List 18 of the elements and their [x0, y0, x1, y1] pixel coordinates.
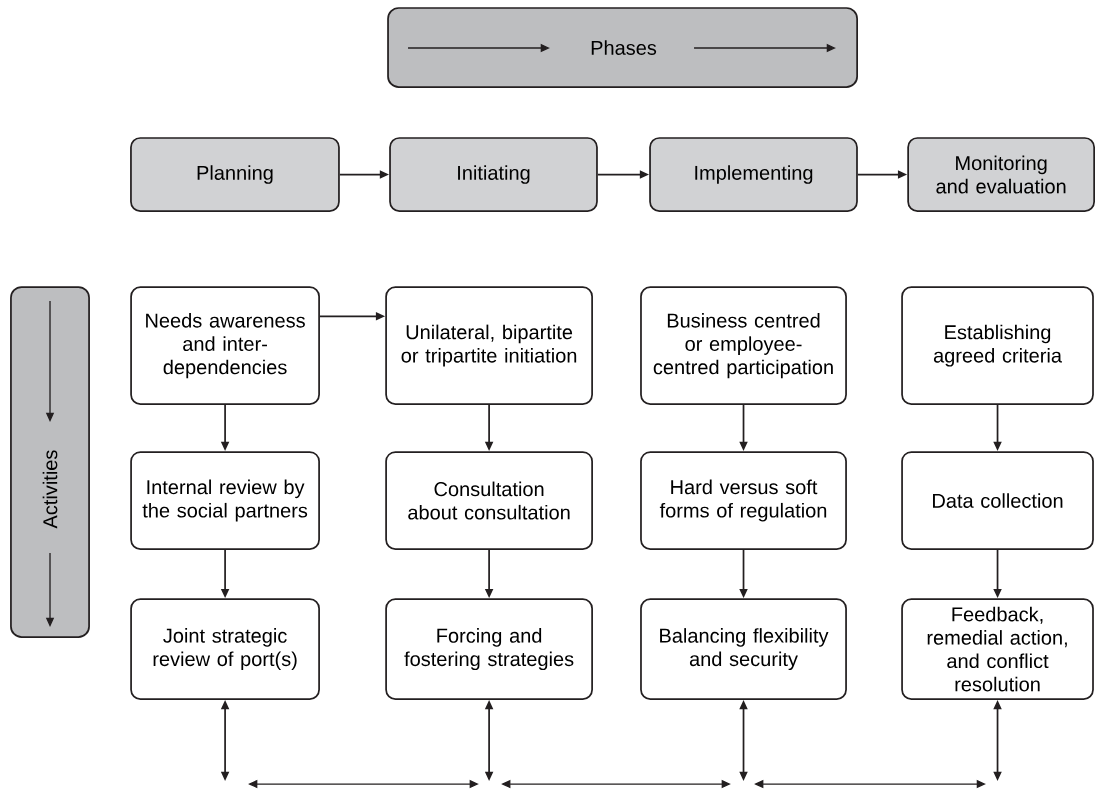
activity-box: Data collection: [901, 451, 1094, 550]
activity-box: Hard versus soft forms of regulation: [640, 451, 847, 550]
phase-box: Planning: [130, 137, 340, 212]
activity-box: Joint strategic review of port(s): [130, 598, 320, 700]
activity-box: Balancing flexibility and security: [640, 598, 847, 700]
activity-box: Business centred or employee-centred participation: [640, 286, 847, 405]
activity-box: Consultation about consultation: [385, 451, 593, 550]
header-text: Phases: [590, 40, 657, 55]
phase-box: Initiating: [389, 137, 598, 212]
activity-box: Internal review by the social partners: [130, 451, 320, 550]
activity-box: Needs awareness and inter-dependencies: [130, 286, 320, 405]
phase-box: Monitoring and evaluation: [907, 137, 1095, 212]
activity-box: Establishing agreed criteria: [901, 286, 1094, 405]
activity-box: Forcing and fostering strategies: [385, 598, 593, 700]
phase-box: Implementing: [649, 137, 858, 212]
activity-box: Unilateral, bipartite or tripartite initiation: [385, 286, 593, 405]
side-label: Activities: [40, 446, 60, 532]
activity-box: Feedback, remedial action, and conflict resolution: [901, 598, 1094, 700]
